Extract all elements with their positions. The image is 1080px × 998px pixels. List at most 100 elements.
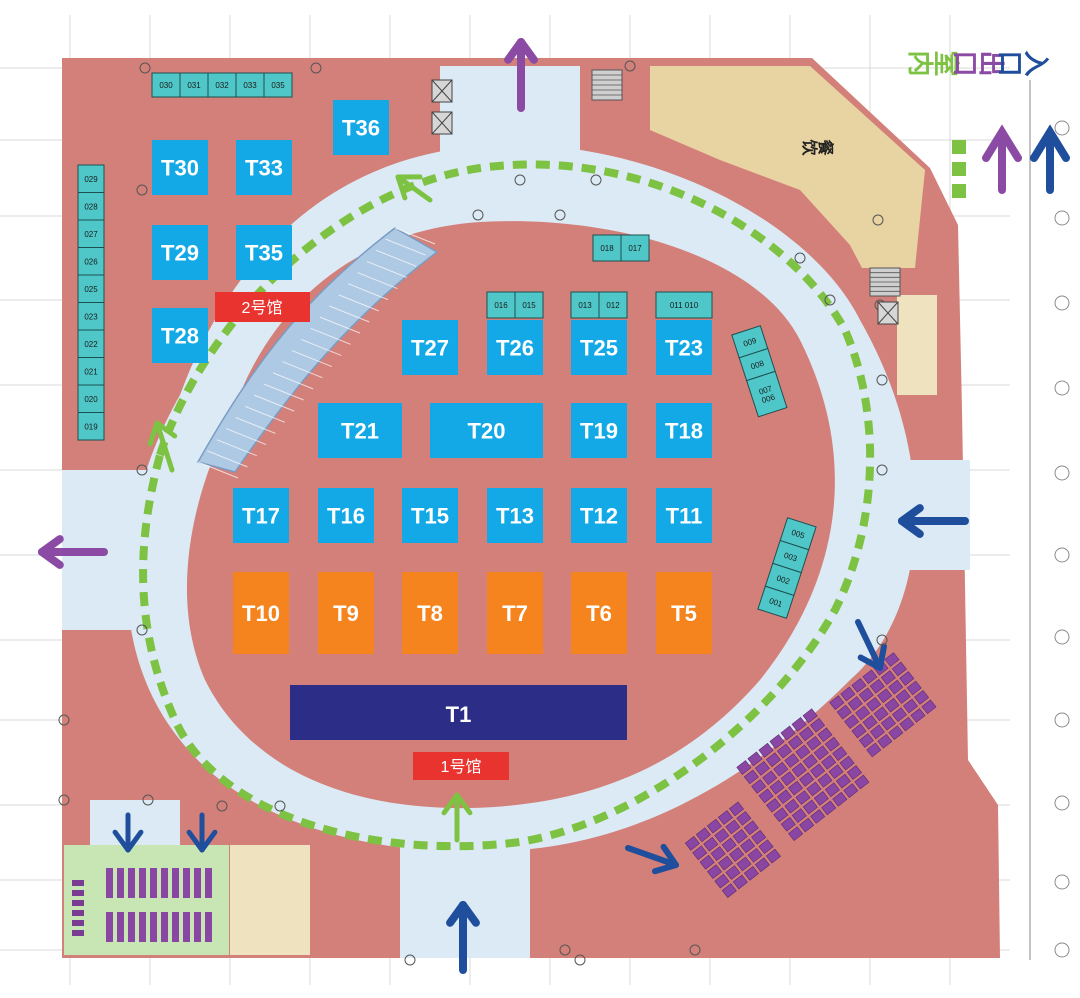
seat (758, 788, 774, 804)
seat (810, 809, 826, 824)
seat (873, 706, 889, 722)
entrance-arrow-rest-1-head (112, 829, 144, 853)
seat (684, 835, 700, 851)
structural-column (876, 634, 888, 646)
seat (728, 801, 745, 817)
walkway-hatch-line (347, 283, 389, 301)
structural-column (876, 464, 888, 476)
seat (854, 774, 870, 790)
seat (736, 810, 752, 826)
seat (802, 754, 818, 769)
small-booth-020: 020 (77, 384, 105, 413)
rest-area-seats (72, 868, 212, 942)
seat (795, 790, 811, 805)
entrance-arrow-seating-east-shaft (855, 619, 883, 671)
entrance-arrow-east-head (898, 504, 924, 538)
small-booth-032-box (207, 72, 237, 98)
seat (813, 745, 829, 761)
booth-t33: T33 (236, 140, 292, 195)
walkway-hatch-line (376, 249, 417, 267)
dining-label: 餐饮 (801, 137, 835, 157)
seat (776, 789, 793, 805)
booth-t18-label: T18 (665, 418, 703, 443)
seat (791, 762, 807, 778)
structural-column (554, 209, 566, 221)
seat (769, 779, 785, 795)
entrance-arrow-seating-east-head (857, 643, 887, 671)
booth-t36-box (333, 100, 389, 155)
structural-column (136, 624, 148, 636)
small-booth-016: 016 (486, 291, 516, 319)
seat (810, 763, 826, 779)
small-booth-026: 026 (77, 247, 105, 276)
structural-column (136, 184, 148, 196)
booth-t10-label: T10 (242, 601, 280, 626)
seat (862, 715, 878, 730)
seat (732, 829, 748, 844)
structural-column (139, 62, 151, 74)
booth-t9-label: T9 (333, 601, 359, 626)
rest-bench (72, 900, 84, 906)
small-booth-035-box (263, 72, 293, 98)
seat (851, 723, 867, 739)
structural-column (472, 209, 484, 221)
seat (847, 696, 863, 711)
seat (784, 753, 800, 768)
seat (714, 873, 730, 889)
rest-seat (139, 868, 146, 898)
seat (784, 798, 800, 814)
arrow-layer (38, 38, 969, 974)
seat (866, 696, 882, 712)
entrance-arrow-seating-south-head (651, 843, 679, 875)
seat (706, 864, 723, 880)
small-booth-015-box (514, 291, 544, 319)
small-booth-002-label: 002 (775, 574, 791, 587)
seat (855, 705, 871, 721)
booth-t26: T26 (487, 320, 543, 375)
seat (799, 817, 815, 833)
seat (714, 828, 730, 843)
structural-column (58, 794, 70, 806)
small-booth-016-box (486, 291, 516, 319)
booth-t23: T23 (656, 320, 712, 375)
booth-t21-box (318, 403, 402, 458)
seat (877, 733, 893, 749)
rest-bench (72, 890, 84, 896)
booth-t23-box (656, 320, 712, 375)
walkway-hatch-line (225, 428, 267, 446)
route-arrow-west-shaft (154, 420, 175, 473)
booth-t29: T29 (152, 225, 208, 280)
booth-t16: T16 (318, 488, 374, 543)
booth-t7-box (487, 572, 543, 654)
structural-column (872, 214, 884, 226)
seat (721, 883, 737, 898)
small-booth-012-box (598, 291, 628, 319)
booth-t16-box (318, 488, 374, 543)
walkway-hatch-line (310, 327, 351, 345)
seat (899, 671, 915, 686)
small-booth-032: 032 (207, 72, 237, 98)
seat (703, 836, 719, 852)
entrance-arrow-east (898, 504, 969, 538)
seat (884, 697, 900, 713)
axis-markers (1029, 80, 1070, 960)
rest-seat (161, 868, 168, 898)
staircase (869, 267, 901, 297)
rest-area (64, 845, 229, 955)
walkway-hatch-line (329, 305, 370, 323)
seat (832, 791, 848, 807)
booth-t27-label: T27 (411, 335, 449, 360)
seating-block-center (736, 708, 870, 842)
small-booth-015: 015 (514, 291, 544, 319)
seat (821, 754, 837, 770)
booth-t27-box (402, 320, 458, 375)
booth-t23-label: T23 (665, 335, 703, 360)
rest-seat (150, 868, 157, 898)
walkway-hatch-line (254, 394, 295, 412)
small-booth-013-box (570, 291, 600, 319)
seat (736, 760, 752, 775)
small-booth-030: 030 (151, 72, 181, 98)
seat (843, 783, 859, 798)
